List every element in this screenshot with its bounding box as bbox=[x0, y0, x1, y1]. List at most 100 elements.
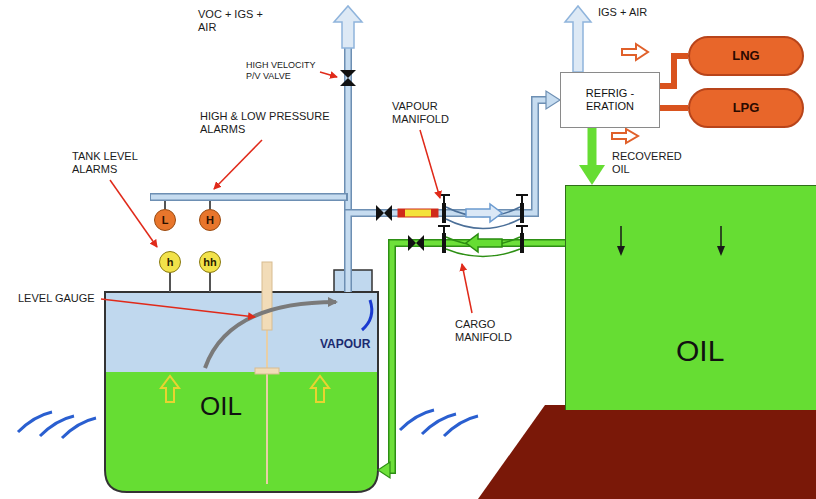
flange bbox=[520, 203, 524, 223]
pressure-alarm: L bbox=[154, 209, 176, 231]
oil-fill bbox=[105, 372, 378, 492]
alarm-stem bbox=[209, 201, 211, 209]
arrowhead bbox=[378, 462, 390, 478]
flange bbox=[442, 203, 446, 223]
rising-arrow bbox=[161, 376, 179, 402]
node-text: h bbox=[167, 256, 174, 269]
callout-label: LEVEL GAUGE bbox=[18, 292, 95, 305]
connector-line bbox=[389, 243, 565, 470]
connector-line bbox=[348, 100, 547, 292]
valve-symbol bbox=[384, 205, 392, 221]
callout-label: RECOVERED OIL bbox=[612, 150, 688, 176]
pv-valve bbox=[340, 70, 356, 78]
alarm-pipe bbox=[151, 195, 346, 200]
spool-piece bbox=[398, 209, 405, 217]
valve-symbol bbox=[408, 235, 416, 251]
node-text: REFRIG - ERATION bbox=[579, 87, 641, 112]
node-text: OIL bbox=[200, 392, 242, 422]
level-alarm: hh bbox=[199, 251, 221, 273]
connector bbox=[660, 108, 688, 109]
quay-ground bbox=[478, 405, 816, 499]
arrowhead bbox=[579, 165, 605, 185]
vapour-space bbox=[105, 292, 378, 492]
down-arrow bbox=[720, 226, 722, 248]
callout-label: HIGH VELOCITY P/V VALVE bbox=[246, 60, 324, 82]
connector bbox=[348, 91, 560, 292]
refrigeration-box: REFRIG - ERATION bbox=[560, 72, 660, 128]
level-gauge bbox=[262, 262, 272, 330]
node-text: hh bbox=[203, 256, 216, 269]
connector bbox=[660, 56, 688, 86]
down-arrow bbox=[617, 246, 625, 256]
vapour-curl bbox=[362, 300, 372, 330]
connector-line bbox=[389, 243, 565, 470]
callout-label: IGS + AIR bbox=[598, 6, 647, 19]
flow-arrow bbox=[466, 234, 502, 252]
rising-arrow bbox=[311, 376, 329, 402]
node-text: L bbox=[162, 214, 169, 227]
ship-cargo-tank: VAPOUR OIL bbox=[105, 292, 378, 492]
leader-line bbox=[462, 264, 472, 313]
connector bbox=[579, 128, 605, 185]
pressure-alarm: H bbox=[199, 209, 221, 231]
callout-label: TANK LEVEL ALARMS bbox=[72, 150, 147, 176]
alarm-stem bbox=[164, 201, 166, 209]
tank-outline bbox=[105, 292, 378, 492]
down-arrow bbox=[620, 226, 622, 248]
spool-piece bbox=[398, 209, 438, 217]
spool-piece bbox=[431, 209, 438, 217]
leader-line bbox=[214, 140, 262, 189]
valve-symbol bbox=[416, 235, 424, 251]
valve-symbol bbox=[376, 205, 384, 221]
tank-dome bbox=[334, 270, 372, 294]
callout-label: CARGO MANIFOLD bbox=[455, 318, 517, 344]
connector bbox=[170, 273, 171, 292]
callout-label: HIGH & LOW PRESSURE ALARMS bbox=[200, 110, 340, 136]
outflow-arrow bbox=[622, 44, 648, 60]
hose bbox=[446, 219, 520, 229]
connector-line bbox=[660, 105, 688, 111]
lng-tank: LNG bbox=[688, 36, 804, 76]
leader-line bbox=[110, 180, 157, 247]
gauge-float bbox=[255, 368, 279, 374]
vent-arrow bbox=[565, 6, 591, 72]
valve-handle bbox=[516, 195, 528, 203]
valve-handle bbox=[516, 226, 528, 233]
flange bbox=[520, 233, 524, 253]
leader-line bbox=[420, 130, 440, 198]
valve-handle bbox=[438, 226, 450, 233]
settling-arrows bbox=[566, 186, 816, 411]
connector-line bbox=[660, 56, 688, 86]
sea-wave bbox=[62, 418, 96, 438]
callout-label: VOC + IGS + AIR bbox=[198, 8, 270, 34]
vent-arrow bbox=[334, 6, 362, 48]
leader-line bbox=[320, 72, 337, 77]
connector-line bbox=[169, 273, 171, 292]
hose bbox=[446, 249, 520, 257]
leader-line bbox=[101, 299, 255, 317]
shore-tank: OIL bbox=[565, 185, 816, 410]
callout-label: VAPOUR MANIFOLD bbox=[392, 100, 457, 126]
node-text: VAPOUR bbox=[320, 338, 370, 352]
connector bbox=[210, 273, 211, 292]
outflow-arrow bbox=[612, 129, 638, 143]
connector-line bbox=[588, 128, 597, 166]
arrowhead bbox=[546, 91, 560, 109]
sea-wave bbox=[444, 416, 478, 436]
connector bbox=[378, 243, 565, 478]
node-text: H bbox=[206, 214, 214, 227]
level-alarm: h bbox=[159, 251, 181, 273]
alarm-pipe bbox=[150, 193, 348, 201]
node-text: LPG bbox=[733, 101, 760, 116]
down-arrow bbox=[717, 246, 725, 256]
gauge-tape bbox=[266, 330, 268, 484]
node-text: LNG bbox=[732, 49, 759, 64]
node-text: OIL bbox=[676, 334, 724, 369]
lpg-tank: LPG bbox=[688, 88, 804, 128]
connector-line bbox=[209, 273, 211, 292]
flange bbox=[442, 233, 446, 253]
pv-valve bbox=[340, 78, 356, 86]
vapour-flow-arrow bbox=[205, 302, 336, 368]
flow-arrow bbox=[466, 204, 502, 222]
